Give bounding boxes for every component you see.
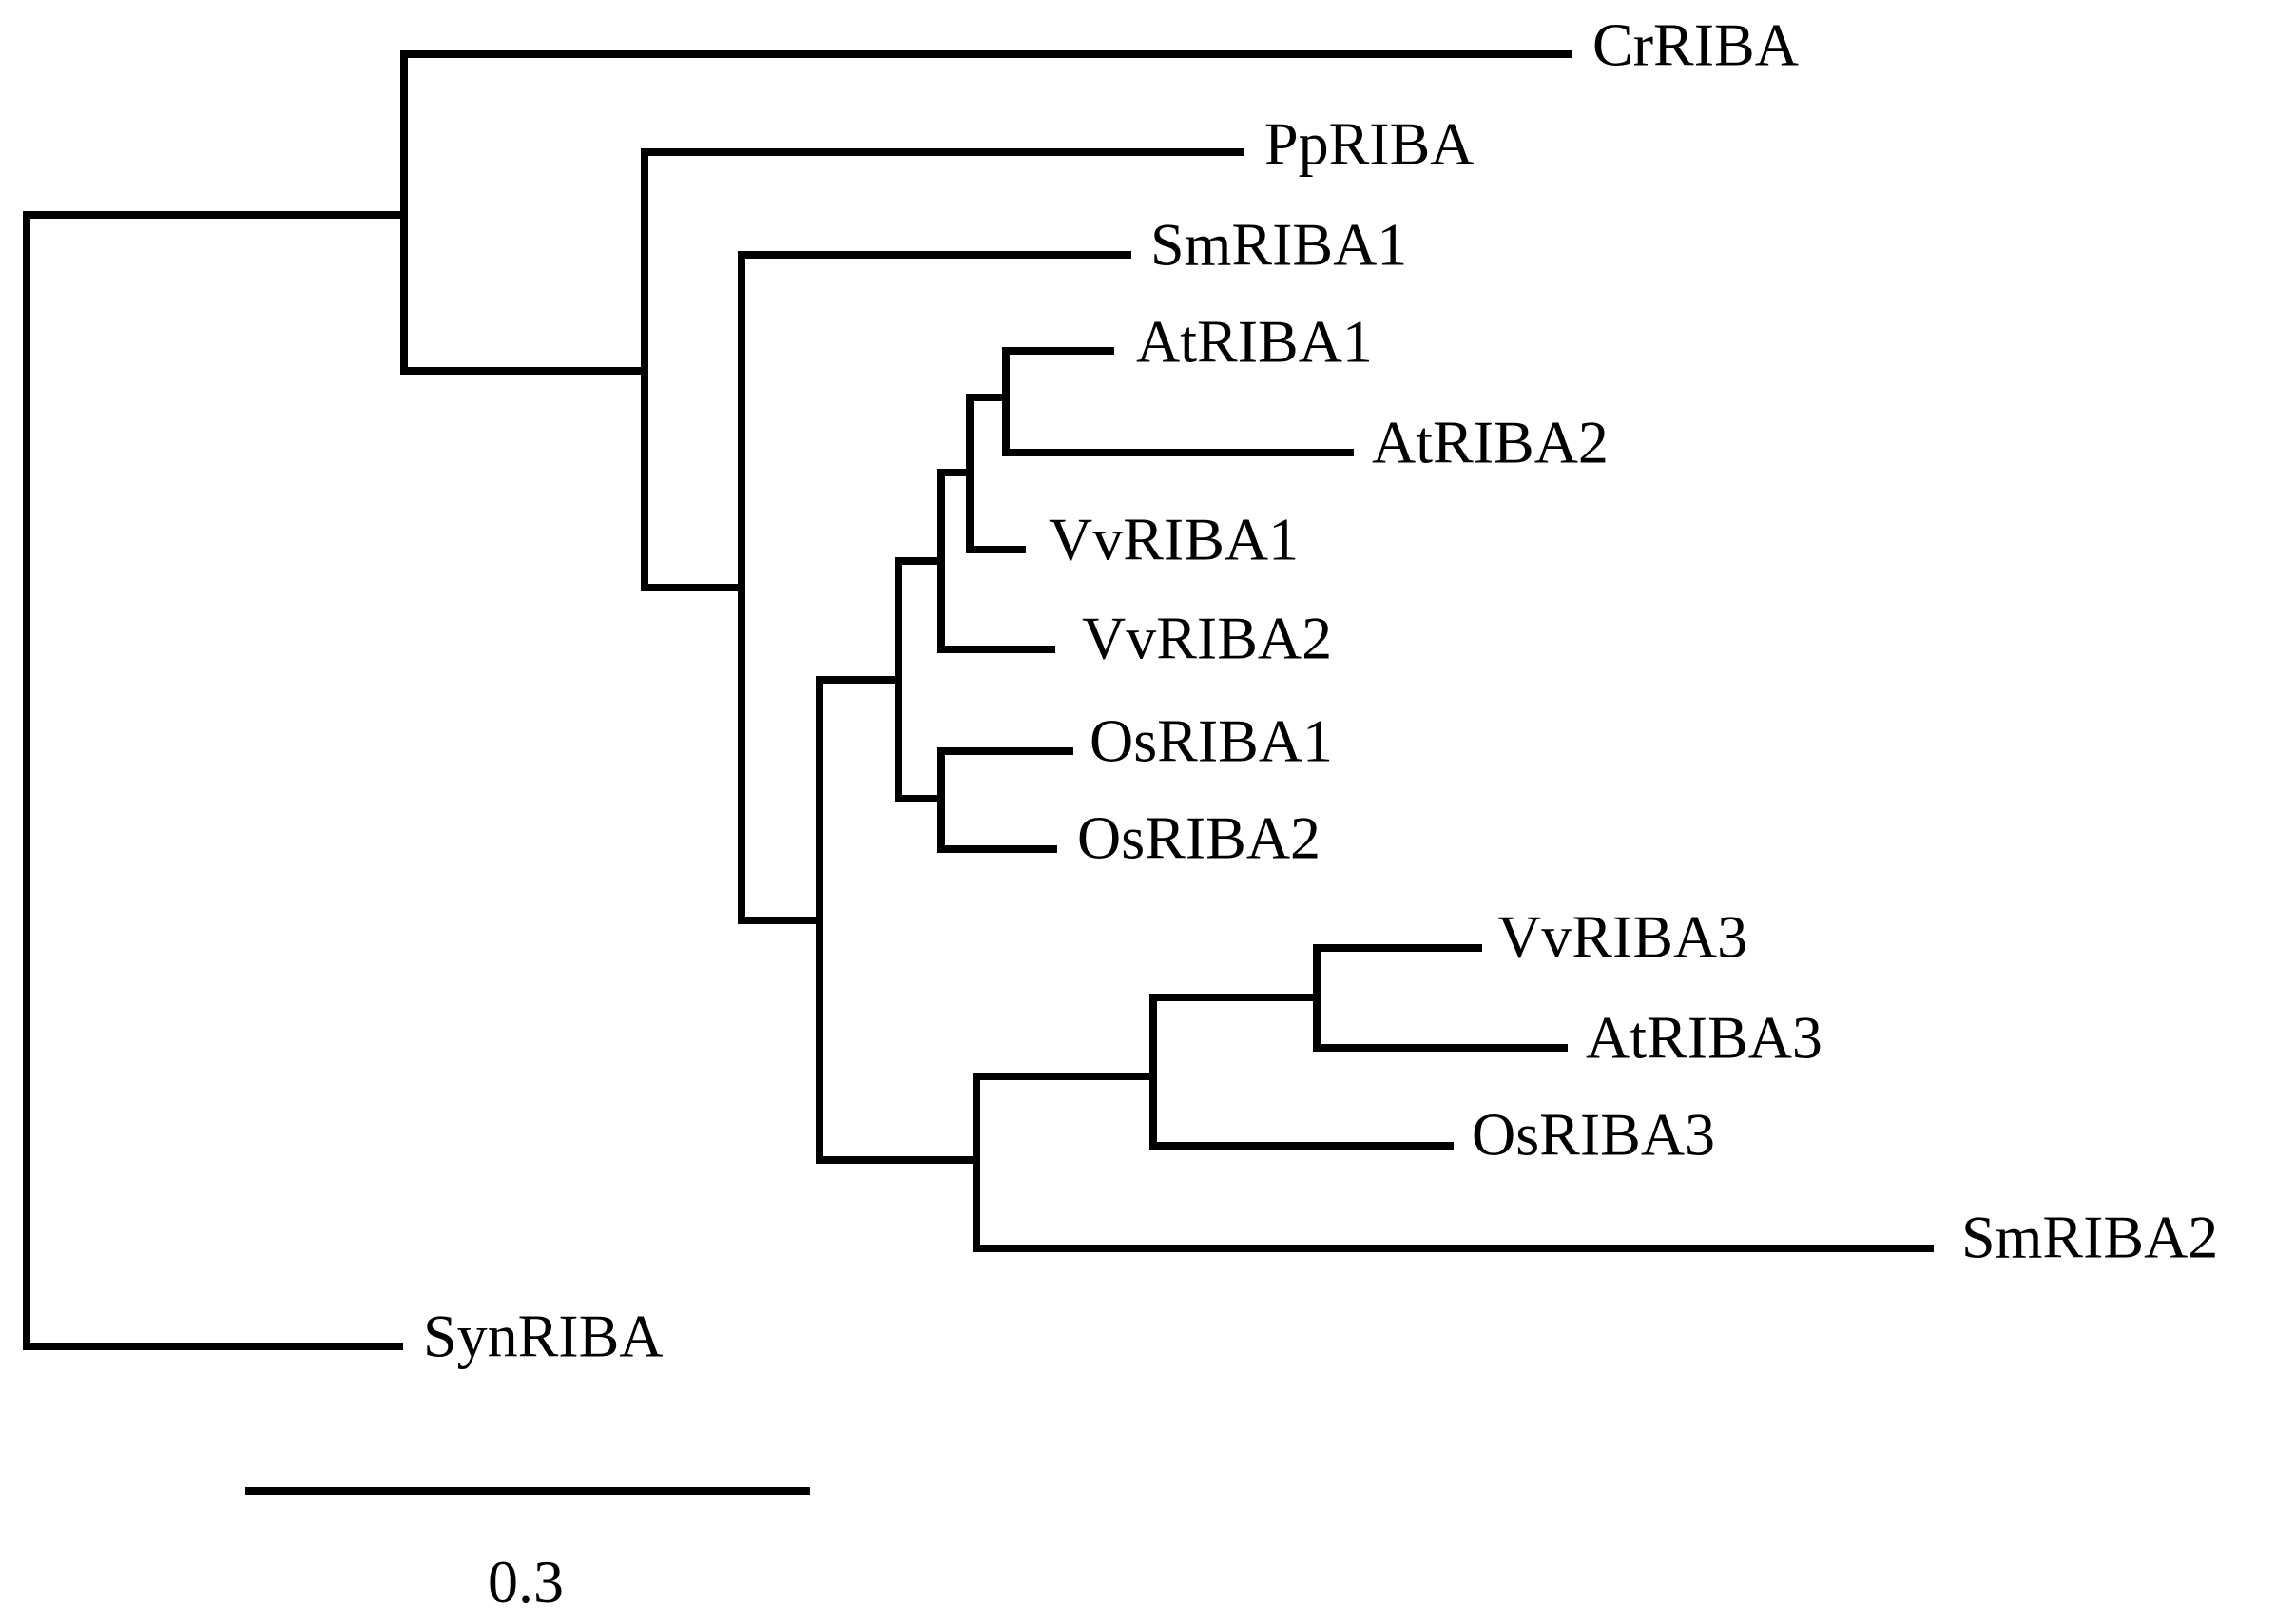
leaf-label-osriba2: OsRIBA2 xyxy=(1077,804,1321,872)
leaf-label-vvriba1: VvRIBA1 xyxy=(1049,506,1299,573)
scale-bar: 0.3 xyxy=(245,1487,810,1615)
leaf-label-smriba1: SmRIBA1 xyxy=(1150,211,1407,279)
leaf-label-smriba2: SmRIBA2 xyxy=(1961,1204,2218,1271)
leaf-label-crriba: CrRIBA xyxy=(1592,11,1799,79)
scale-bar-label: 0.3 xyxy=(488,1548,564,1615)
leaf-label-osriba3: OsRIBA3 xyxy=(1472,1101,1715,1169)
leaf-label-osriba1: OsRIBA1 xyxy=(1090,707,1333,775)
leaf-label-atriba2: AtRIBA2 xyxy=(1372,409,1609,476)
leaf-label-synriba: SynRIBA xyxy=(423,1303,664,1370)
leaf-label-vvriba3: VvRIBA3 xyxy=(1497,903,1747,971)
leaf-label-vvriba2: VvRIBA2 xyxy=(1082,605,1332,672)
leaf-label-atriba3: AtRIBA3 xyxy=(1586,1004,1822,1072)
leaf-label-ppriba: PpRIBA xyxy=(1264,110,1475,178)
leaf-label-atriba1: AtRIBA1 xyxy=(1136,308,1373,376)
